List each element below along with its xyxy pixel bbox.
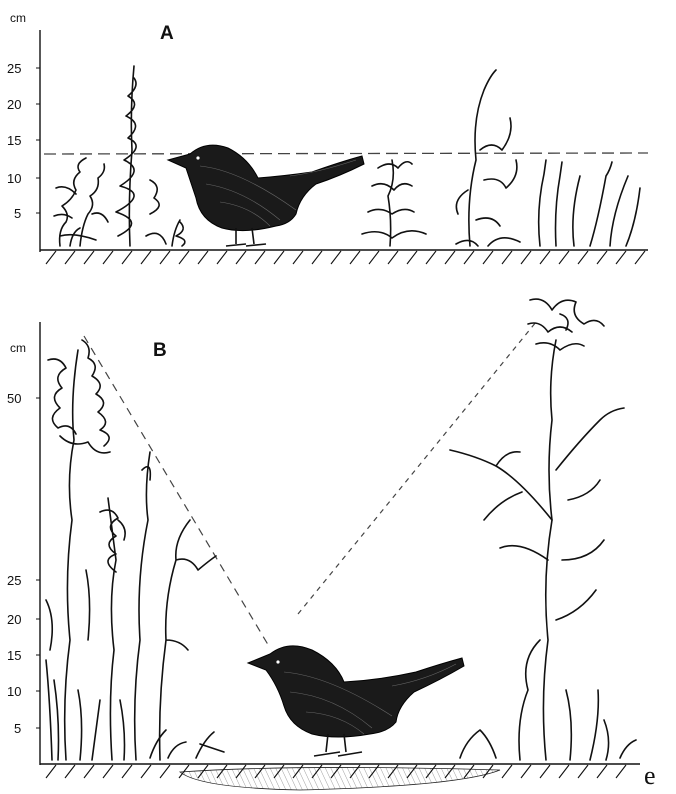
panel-b-tick-10: 10 — [7, 684, 21, 699]
ground-hatch-mark — [483, 251, 493, 264]
corner-mark: e — [644, 761, 656, 790]
panel-a-tick-10: 10 — [7, 171, 21, 186]
ground-hatch-mark — [578, 251, 588, 264]
panel-b-letter: B — [153, 340, 167, 361]
ground-hatch-mark — [331, 251, 341, 264]
ground-hatch-mark — [426, 251, 436, 264]
ground-hatch-mark — [65, 765, 75, 778]
panel-a-ground-hatching — [46, 251, 645, 264]
panel-a-tick-25: 25 — [7, 61, 21, 76]
ground-hatch-mark — [597, 765, 607, 778]
ground-hatch-mark — [217, 251, 227, 264]
panel-a-tick-15: 15 — [7, 133, 21, 148]
panel-a-tall-shrub-right — [456, 70, 520, 246]
panel-b-plant-left-2 — [100, 498, 125, 760]
panel-a-tall-stem-left — [116, 66, 166, 246]
ground-hatch-mark — [46, 251, 56, 264]
ground-hatch-mark — [540, 251, 550, 264]
ground-hatch-mark — [274, 251, 284, 264]
panel-b: cm B 5 10 15 20 25 50 — [7, 299, 640, 790]
panel-a-tick-20: 20 — [7, 97, 21, 112]
panel-a-bird-eye — [196, 156, 199, 159]
panel-b-tick-50: 50 — [7, 391, 21, 406]
ground-hatch-mark — [445, 251, 455, 264]
panel-a: cm A 5 10 15 20 25 — [7, 11, 648, 264]
ground-hatch-mark — [521, 765, 531, 778]
ground-hatch-mark — [559, 251, 569, 264]
panel-a-tick-5: 5 — [14, 206, 21, 221]
ground-hatch-mark — [616, 765, 626, 778]
panel-b-ground-sprigs-left — [150, 730, 224, 758]
ground-hatch-mark — [502, 251, 512, 264]
ground-hatch-mark — [293, 251, 303, 264]
panel-a-vegetation — [54, 66, 640, 246]
ground-hatch-mark — [179, 251, 189, 264]
panel-a-ticks: 5 10 15 20 25 — [7, 61, 40, 221]
ground-hatch-mark — [578, 765, 588, 778]
panel-b-vegetation-left — [46, 340, 224, 760]
panel-b-tick-25: 25 — [7, 573, 21, 588]
panel-a-eye-level-line — [44, 153, 648, 154]
ground-hatch-mark — [46, 765, 56, 778]
ground-hatch-mark — [597, 251, 607, 264]
ground-hatch-mark — [84, 251, 94, 264]
panel-b-blackbird — [248, 646, 464, 756]
panel-b-branch-right-1 — [450, 450, 552, 560]
panel-a-small-sprig — [172, 220, 185, 246]
panel-a-blackbird — [168, 145, 364, 246]
ground-hatch-mark — [141, 765, 151, 778]
panel-a-cattail-right — [539, 160, 640, 246]
ground-hatch-mark — [502, 765, 512, 778]
panel-b-ticks: 5 10 15 20 25 50 — [7, 391, 40, 736]
panel-b-unit-label: cm — [10, 341, 26, 355]
ground-hatch-mark — [255, 251, 265, 264]
ground-hatch-mark — [160, 251, 170, 264]
panel-b-tick-20: 20 — [7, 612, 21, 627]
ground-hatch-mark — [122, 765, 132, 778]
ground-hatch-mark — [407, 251, 417, 264]
panel-b-bird-body — [248, 646, 464, 737]
ground-hatch-mark — [65, 251, 75, 264]
ground-hatch-mark — [198, 251, 208, 264]
ground-hatch-mark — [312, 251, 322, 264]
ground-hatch-mark — [616, 251, 626, 264]
panel-a-letter: A — [160, 23, 174, 44]
ground-hatch-mark — [388, 251, 398, 264]
panel-b-tick-5: 5 — [14, 721, 21, 736]
ground-hatch-mark — [540, 765, 550, 778]
panel-a-unit-label: cm — [10, 11, 26, 25]
panel-b-ground-shadow — [180, 767, 500, 790]
ground-hatch-mark — [635, 251, 645, 264]
panel-b-bird-eye — [276, 660, 279, 663]
ground-hatch-mark — [84, 765, 94, 778]
panel-b-plant-left-3 — [135, 452, 216, 760]
ground-hatch-mark — [103, 251, 113, 264]
panel-b-vegetation-right — [450, 299, 636, 760]
panel-b-tick-15: 15 — [7, 648, 21, 663]
ground-hatch-mark — [141, 251, 151, 264]
ground-hatch-mark — [122, 251, 132, 264]
ground-hatch-mark — [236, 251, 246, 264]
panel-a-shrub-mid — [362, 160, 426, 246]
ground-hatch-mark — [103, 765, 113, 778]
panel-b-base-right — [460, 640, 636, 760]
ground-hatch-mark — [559, 765, 569, 778]
ground-hatch-mark — [160, 765, 170, 778]
ground-hatch-mark — [464, 251, 474, 264]
panel-a-shrub-left — [54, 158, 108, 246]
panel-b-branch-right-2 — [556, 408, 624, 620]
ground-hatch-mark — [521, 251, 531, 264]
ground-hatch-mark — [369, 251, 379, 264]
ground-hatch-mark — [350, 251, 360, 264]
